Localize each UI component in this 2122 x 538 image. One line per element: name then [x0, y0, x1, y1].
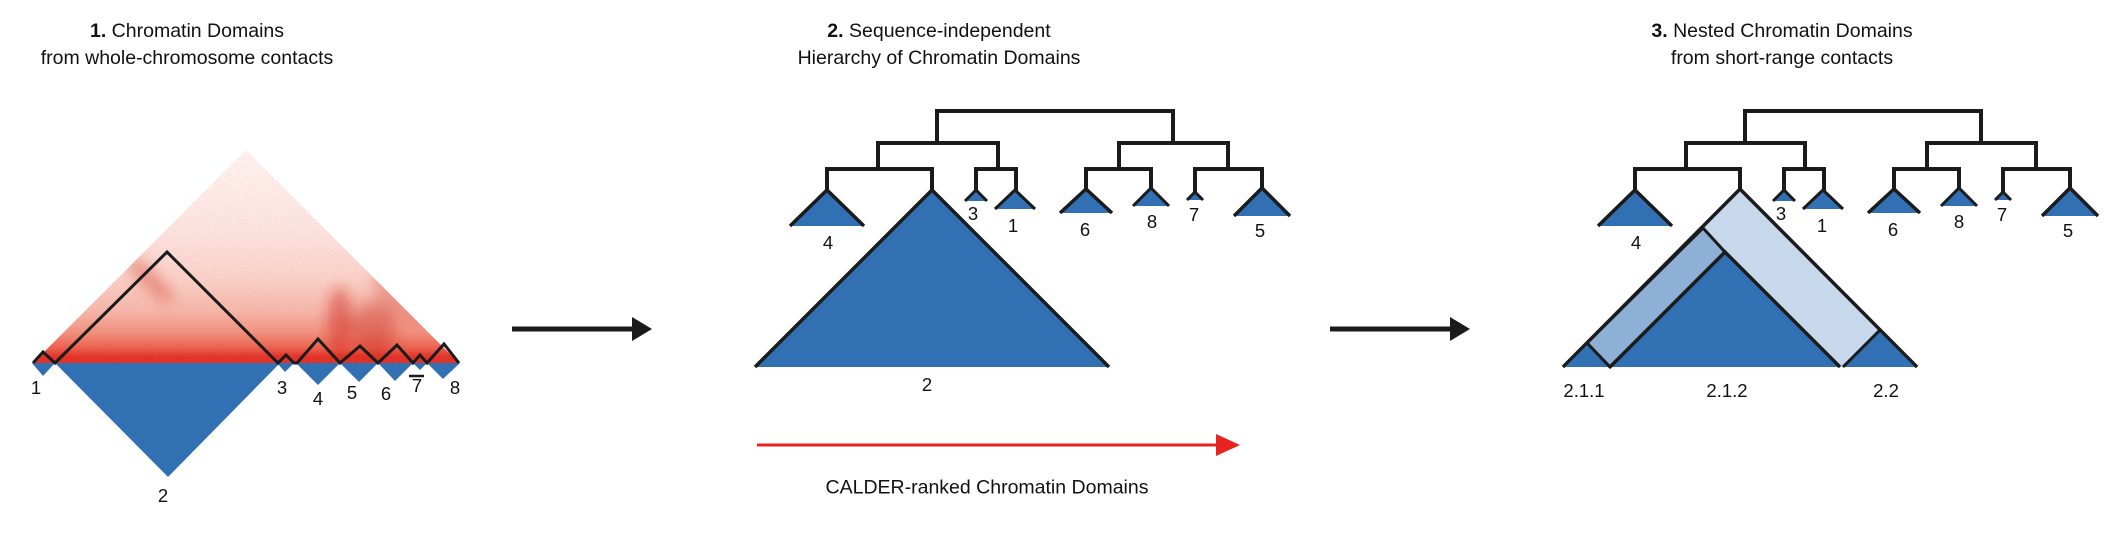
p2-dend-left2 — [876, 141, 1000, 169]
p3-subdomain-2.1.1-triangle — [1561, 340, 1612, 369]
p3-leaf-label-6: 6 — [1887, 218, 1899, 240]
p2-dend-right3b — [1193, 167, 1264, 193]
p3-dend-right2 — [1925, 141, 2038, 169]
panel3-dendrogram — [1561, 109, 2100, 370]
panel1-domain-triangles — [32, 363, 460, 477]
p3-leaf-label-4: 4 — [1630, 231, 1642, 253]
p1-domain-label-4: 4 — [312, 387, 324, 409]
p3-leaf-triangle-6 — [1866, 186, 1922, 215]
p3-leaf-label-8: 8 — [1953, 210, 1965, 232]
p3-dend-left3b — [1782, 167, 1826, 194]
p2-leaf-triangle-3 — [963, 187, 989, 203]
p1-domain-triangle-4 — [296, 363, 340, 385]
panel3-title: 3. Nested Chromatin Domains from short-r… — [1651, 18, 1912, 72]
p3-leaf-triangle-3 — [1771, 187, 1797, 203]
p3-leaf-triangle-7 — [1993, 189, 2013, 202]
p3-leaf-label-3: 3 — [1775, 202, 1787, 224]
panel2-dendrogram — [753, 109, 1292, 369]
arrow-panel2-to-panel3-icon — [1330, 317, 1470, 341]
p2-leaf-label-7: 7 — [1188, 203, 1200, 225]
p2-leaf-triangle-5 — [1232, 185, 1292, 218]
p1-domain-outline — [31, 249, 461, 366]
p3-nested-label-2.1.1: 2.1.1 — [1563, 379, 1605, 401]
p2-leaf-triangle-8 — [1131, 185, 1171, 208]
p2-leaf-label-6: 6 — [1079, 218, 1091, 240]
p1-domain-triangle-2 — [55, 363, 280, 477]
p2-leaf-label-4: 4 — [822, 231, 834, 253]
p1-domain-label-5: 5 — [346, 381, 358, 403]
p1-domain-triangle-7 — [413, 363, 427, 370]
p2-dend-left3a — [825, 167, 934, 191]
p3-nested-domain-2 — [1561, 186, 1919, 370]
p1-domain-label-2: 2 — [157, 484, 169, 506]
panel2-title: 2. Sequence-independent Hierarchy of Chr… — [798, 18, 1081, 72]
p2-leaf-label-1: 1 — [1007, 214, 1019, 236]
p1-domain-label-8: 8 — [449, 376, 461, 398]
p3-leaf-label-7: 7 — [1996, 203, 2008, 225]
p2-leaf-triangle-6 — [1058, 186, 1114, 215]
p1-domain-triangle-8 — [427, 363, 460, 379]
p2-dend-left3b — [974, 167, 1018, 194]
p2-leaf-label-8: 8 — [1146, 210, 1158, 232]
p3-dend-left3a — [1633, 167, 1742, 191]
panel1-title-line2: from whole-chromosome contacts — [40, 47, 334, 69]
p1-domain-triangle-1 — [32, 363, 55, 376]
arrow-panel1-to-panel2-icon — [512, 317, 652, 341]
p1-domain-label-7: 7 — [411, 374, 423, 396]
p2-leaf-triangle-1 — [993, 187, 1037, 211]
p2-leaf-label-3: 3 — [967, 202, 979, 224]
panel1-title-line1: 1. Chromatin Domains — [89, 20, 284, 42]
p3-nested-label-2.2: 2.2 — [1873, 379, 1899, 401]
p3-subdomain-2.1.2-triangle — [1608, 249, 1842, 369]
p1-domain-triangle-3 — [277, 363, 294, 372]
p3-leaf-label-1: 1 — [1816, 214, 1828, 236]
p1-domain-label-3: 3 — [276, 376, 288, 398]
p2-leaf-triangle-4 — [788, 187, 866, 228]
p3-dend-right3a — [1892, 167, 1961, 191]
p2-leaf-triangle-7 — [1185, 189, 1205, 202]
panel3-title-line2: from short-range contacts — [1670, 47, 1894, 69]
calder-rank-arrow-icon — [757, 434, 1240, 456]
p3-leaf-triangle-5 — [2040, 185, 2100, 218]
p2-leaf-label-5: 5 — [1254, 219, 1266, 241]
p1-domain-triangle-6 — [378, 363, 413, 381]
p3-leaf-triangle-1 — [1801, 187, 1845, 211]
p2-dend-root — [935, 109, 1175, 143]
panel1-heatmap — [31, 150, 461, 477]
p2-dend-right3a — [1084, 167, 1153, 191]
p3-leaf-label-5: 5 — [2062, 219, 2074, 241]
panel1-title: 1. Chromatin Domains from whole-chromoso… — [41, 18, 334, 72]
p2-leaf-triangle-2 — [753, 187, 1111, 369]
p2-dend-right2 — [1117, 141, 1230, 169]
p3-leaf-triangle-4 — [1596, 187, 1674, 228]
p3-dend-right3b — [2001, 167, 2072, 193]
calder-caption: CALDER-ranked Chromatin Domains — [825, 476, 1149, 499]
panel2-title-line2: Hierarchy of Chromatin Domains — [797, 47, 1081, 69]
p3-dend-left2 — [1684, 141, 1807, 169]
p1-domain-label-1: 1 — [30, 376, 42, 398]
p3-dend-root — [1743, 109, 1983, 143]
p1-domain-triangle-5 — [340, 363, 378, 382]
p1-domain-label-6: 6 — [380, 382, 392, 404]
panel2-title-line1: 2. Sequence-independent — [827, 20, 1051, 42]
panel3-title-line1: 3. Nested Chromatin Domains — [1651, 20, 1913, 42]
p3-nested-label-2.1.2: 2.1.2 — [1706, 379, 1748, 401]
p3-leaf-triangle-8 — [1939, 185, 1979, 208]
p3-subdomain-2.2-triangle — [1841, 327, 1919, 369]
p2-leaf-label-2: 2 — [921, 373, 933, 395]
